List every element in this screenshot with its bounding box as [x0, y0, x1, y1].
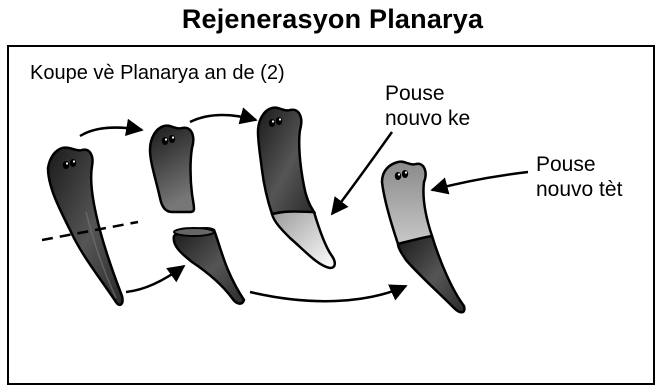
head-fragment — [148, 124, 196, 214]
regenerating-tail-fragment — [380, 160, 466, 314]
new-tail-label-line2: nouvo ke — [385, 107, 471, 130]
arrow-tail-to-regrow — [249, 284, 408, 303]
new-tail-label-line1: Pouse — [385, 82, 445, 105]
cut-line — [41, 220, 139, 242]
original-planarian — [46, 146, 124, 307]
diagram-title: Rejenerasyon Planarya — [181, 4, 484, 34]
arrow-new-tail-pointer — [330, 131, 394, 216]
tail-fragment — [172, 227, 246, 305]
arrow-new-head-pointer — [430, 170, 529, 195]
arrow-original-to-head — [79, 118, 144, 138]
arrow-head-to-regrow — [189, 107, 258, 125]
new-head-label: Pouse nouvo tèt — [536, 152, 622, 202]
new-head-label-line2: nouvo tèt — [536, 178, 623, 201]
new-head-label-line1: Pouse — [536, 153, 596, 176]
eyespots — [62, 159, 77, 169]
diagram-subtitle: Koupe vè Planarya an de (2) — [30, 62, 285, 84]
new-tail-label: Pouse nouvo ke — [385, 81, 470, 131]
planaria-illustration — [41, 106, 529, 314]
arrow-original-to-tail — [125, 264, 186, 294]
regenerating-head-fragment — [256, 106, 336, 270]
